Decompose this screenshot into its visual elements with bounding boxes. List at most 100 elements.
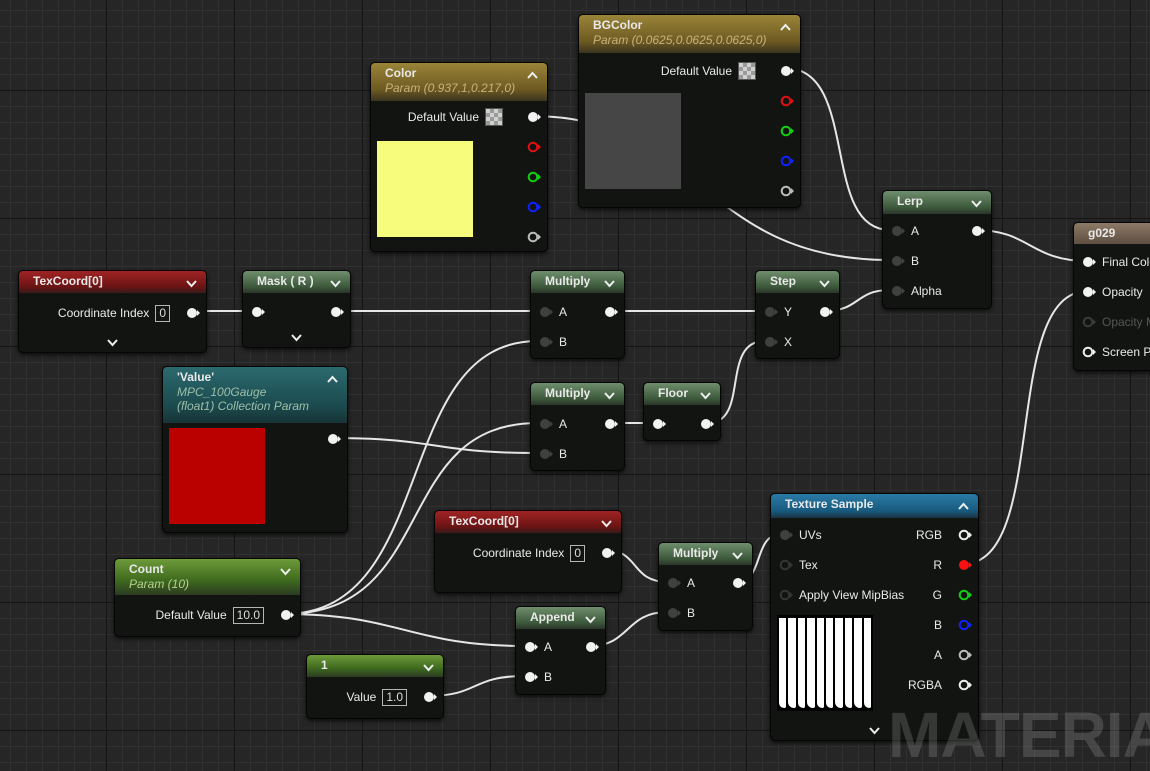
input-pin[interactable] [779, 559, 793, 571]
collapse-chevron-icon[interactable] [971, 197, 982, 208]
output-pin[interactable] [423, 691, 437, 703]
output-pin[interactable] [958, 679, 972, 691]
output-pin[interactable] [819, 306, 833, 318]
output-pin[interactable] [700, 418, 714, 430]
node-header[interactable]: 'Value'MPC_100Gauge(float1) Collection P… [163, 367, 347, 423]
collapse-chevron-icon[interactable] [327, 373, 338, 383]
node-floor[interactable]: Floor [643, 382, 721, 441]
output-pin[interactable] [958, 529, 972, 541]
output-pin[interactable] [732, 577, 746, 589]
node-header[interactable]: Append [516, 607, 605, 629]
output-pin[interactable] [780, 155, 794, 167]
collapse-chevron-icon[interactable] [604, 389, 615, 400]
input-pin[interactable] [764, 336, 778, 348]
collapse-chevron-icon[interactable] [700, 389, 711, 400]
collapse-chevron-icon[interactable] [186, 277, 197, 288]
output-pin[interactable] [604, 418, 618, 430]
collapse-chevron-icon[interactable] [601, 517, 612, 528]
output-pin[interactable] [527, 171, 541, 183]
input-pin[interactable] [524, 671, 538, 683]
output-pin[interactable] [601, 547, 615, 559]
collapse-chevron-icon[interactable] [819, 277, 830, 288]
node-header[interactable]: Multiply [659, 543, 752, 565]
input-pin[interactable] [652, 418, 666, 430]
input-pin[interactable] [1082, 346, 1096, 358]
input-pin[interactable] [891, 255, 905, 267]
input-pin[interactable] [667, 577, 681, 589]
expand-chevron-icon[interactable] [868, 724, 881, 735]
output-pin[interactable] [186, 307, 200, 319]
expand-chevron-icon[interactable] [290, 331, 303, 342]
output-pin[interactable] [527, 111, 541, 123]
output-pin[interactable] [971, 225, 985, 237]
collapse-chevron-icon[interactable] [780, 21, 791, 31]
node-value[interactable]: 'Value'MPC_100Gauge(float1) Collection P… [162, 366, 348, 533]
node-mask[interactable]: Mask ( R ) [242, 270, 351, 348]
output-pin[interactable] [780, 125, 794, 137]
input-pin[interactable] [667, 607, 681, 619]
input-pin[interactable] [764, 306, 778, 318]
output-pin[interactable] [958, 649, 972, 661]
output-pin[interactable] [527, 231, 541, 243]
input-pin[interactable] [539, 336, 553, 348]
input-pin[interactable] [779, 589, 793, 601]
value-field[interactable]: 0 [570, 544, 585, 562]
collapse-chevron-icon[interactable] [958, 500, 969, 510]
collapse-chevron-icon[interactable] [732, 549, 743, 560]
input-pin[interactable] [891, 225, 905, 237]
output-pin[interactable] [780, 95, 794, 107]
collapse-chevron-icon[interactable] [423, 661, 434, 672]
collapse-chevron-icon[interactable] [585, 613, 596, 624]
output-pin[interactable] [327, 433, 341, 445]
node-header[interactable]: Floor [644, 383, 720, 405]
collapse-chevron-icon[interactable] [330, 277, 341, 288]
input-pin[interactable] [1082, 316, 1096, 328]
value-field[interactable]: 1.0 [382, 688, 407, 706]
input-pin[interactable] [891, 285, 905, 297]
node-header[interactable]: Multiply [531, 383, 624, 405]
input-pin[interactable] [1082, 256, 1096, 268]
collapse-chevron-icon[interactable] [280, 565, 291, 576]
output-pin[interactable] [527, 141, 541, 153]
input-pin[interactable] [779, 529, 793, 541]
output-pin[interactable] [958, 559, 972, 571]
output-pin[interactable] [780, 65, 794, 77]
output-pin[interactable] [527, 201, 541, 213]
input-pin[interactable] [524, 641, 538, 653]
input-pin[interactable] [251, 306, 265, 318]
node-header[interactable]: Multiply [531, 271, 624, 293]
output-pin[interactable] [330, 306, 344, 318]
expand-chevron-icon[interactable] [106, 336, 119, 347]
input-pin[interactable] [1082, 286, 1096, 298]
node-header[interactable]: g029 [1074, 223, 1150, 244]
input-pin[interactable] [539, 448, 553, 460]
node-header[interactable]: Step [756, 271, 839, 293]
output-pin[interactable] [780, 185, 794, 197]
collapse-chevron-icon[interactable] [527, 69, 538, 79]
output-pin[interactable] [958, 589, 972, 601]
output-pin[interactable] [585, 641, 599, 653]
node-header[interactable]: TexCoord[0] [435, 511, 621, 533]
output-pin[interactable] [958, 619, 972, 631]
input-pin[interactable] [539, 306, 553, 318]
node-header[interactable]: Mask ( R ) [243, 271, 350, 293]
node-header[interactable]: TexCoord[0] [19, 271, 206, 293]
value-field[interactable]: 0 [155, 304, 170, 322]
